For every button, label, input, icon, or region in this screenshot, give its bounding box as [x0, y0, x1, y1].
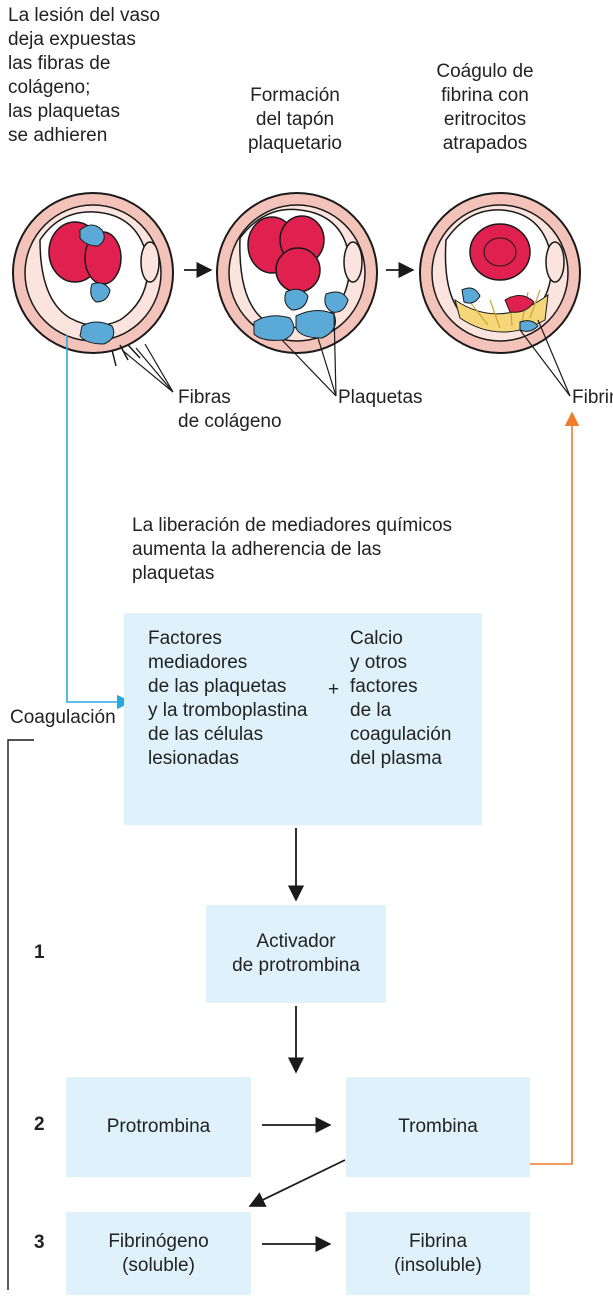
fibrinogen-text: Fibrinógeno (soluble) [108, 1230, 209, 1276]
prothrombin-box: Protrombina [66, 1077, 251, 1177]
factors-plus-sign: + [328, 679, 340, 700]
platelet-plug-illustration [216, 192, 378, 354]
prothrombin-text: Protrombina [106, 1116, 211, 1137]
vessel-injury-illustration [12, 192, 174, 367]
label-collagen-fibers: Fibras de colágeno [178, 387, 282, 432]
platelet-leader-lines [281, 311, 337, 397]
collagen-leader-lines [121, 343, 174, 393]
step-number-2: 2 [34, 1114, 45, 1135]
caption-fibrin-clot: Coágulo de fibrina con eritrocitos atrap… [436, 61, 534, 154]
coagulation-label: Coagulación [10, 707, 116, 728]
step-number-3: 3 [34, 1232, 45, 1253]
caption-platelet-plug: Formación del tapón plaquetario [247, 85, 343, 154]
prothrombin-activator-box: Activador de protrombina [206, 905, 386, 1003]
step-number-1: 1 [34, 942, 45, 963]
fibrin-insoluble-box: Fibrina (insoluble) [346, 1212, 530, 1295]
prothrombin-activator-text: Activador de protrombina [232, 931, 360, 976]
orange-connector-arrow [530, 411, 580, 1165]
factors-left-text: Factores mediadores de las plaquetas y l… [148, 628, 308, 769]
caption-vessel-injury: La lesión del vaso deja expuestas las fi… [8, 5, 161, 146]
thrombin-box: Trombina [346, 1077, 530, 1177]
label-fibrin: Fibrina [572, 387, 613, 408]
label-platelets: Plaquetas [338, 387, 423, 408]
coagulation-bracket [7, 739, 34, 1290]
thrombin-text: Trombina [398, 1116, 478, 1137]
mediators-release-text: La liberación de mediadores químicos aum… [132, 515, 453, 584]
factors-box: Factores mediadores de las plaquetas y l… [124, 613, 482, 825]
factors-right-text: Calcio y otros factores de la coagulació… [350, 628, 452, 769]
arrow-thrombin-to-fibrinogen [248, 1159, 346, 1207]
blue-connector-arrow [66, 335, 132, 710]
fibrin-leader-lines [519, 319, 571, 397]
fibrin-insoluble-text: Fibrina (insoluble) [394, 1230, 482, 1276]
fibrin-clot-illustration [419, 192, 581, 354]
fibrinogen-box: Fibrinógeno (soluble) [66, 1212, 251, 1295]
